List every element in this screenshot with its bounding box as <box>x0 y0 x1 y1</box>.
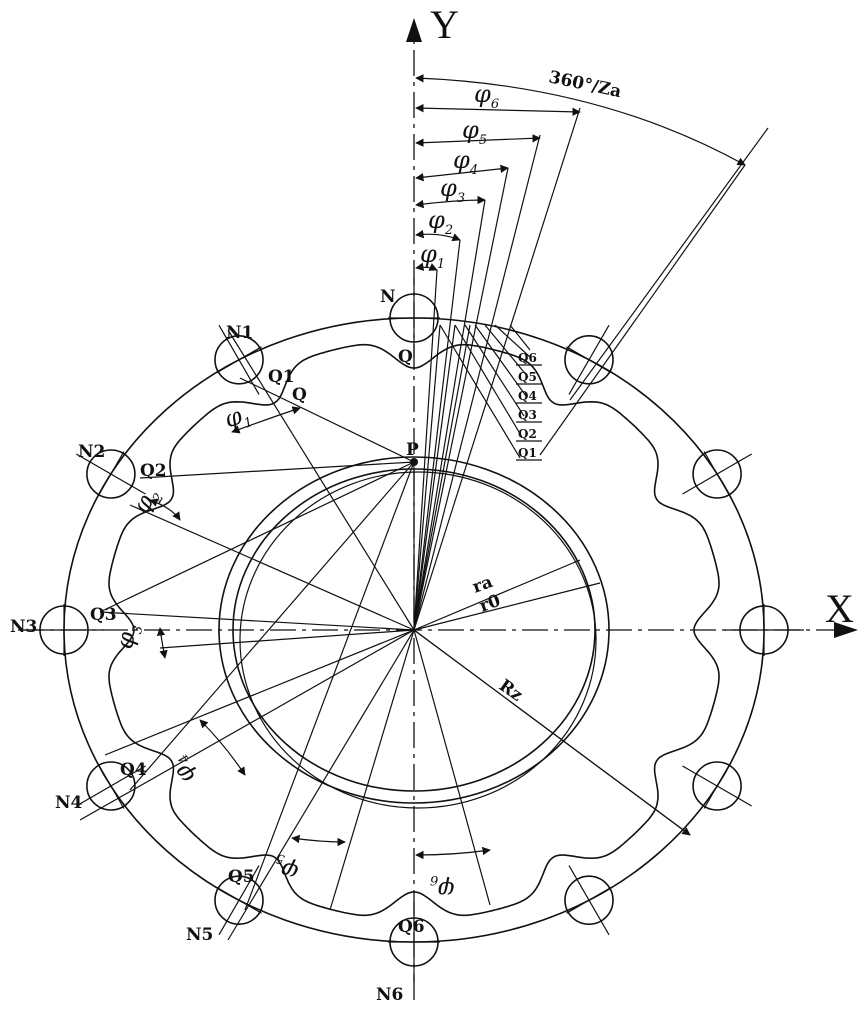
ray-to-N2 <box>129 504 415 631</box>
label-Q1: Q1 <box>268 367 295 387</box>
pin-7 <box>214 875 264 926</box>
pitch-line-2 <box>539 164 746 456</box>
phi-inner-sub-3: 3 <box>130 624 146 635</box>
label-P: P <box>406 440 419 460</box>
label-N4: N4 <box>55 793 83 813</box>
phi-inner-2: φ2 <box>127 482 167 520</box>
phi-dimension-arcs <box>415 103 581 271</box>
label-Q6: Q6 <box>398 917 425 937</box>
pin-5 <box>564 875 614 926</box>
label-Q3: Q3 <box>90 605 117 625</box>
label-N1: N1 <box>226 323 253 343</box>
stacked-q-label-q1: Q1 <box>518 446 537 460</box>
label-N2: N2 <box>78 442 105 462</box>
phi-top-3: φ3 <box>440 174 465 206</box>
label-Q-left: Q <box>292 385 307 405</box>
fan-lines <box>413 107 581 631</box>
stacked-q-label-q5: Q5 <box>518 370 537 384</box>
phi-inner-sub-4: 4 <box>176 750 193 767</box>
pin-cross-1 <box>566 346 612 374</box>
pin-cross-7 <box>216 886 262 914</box>
phi-top-sub-1: 1 <box>437 257 445 272</box>
phi-top-5: φ5 <box>462 116 487 148</box>
ray-ra <box>413 559 581 631</box>
phi-inner-1: φ1 <box>220 399 255 438</box>
phi-top-sub-3: 3 <box>457 191 465 206</box>
pin-10 <box>86 449 136 499</box>
inner-base-circle <box>239 471 597 809</box>
label-N5: N5 <box>186 925 213 945</box>
inner-phi-arcs <box>149 406 491 860</box>
pin-cross-10 <box>97 451 125 497</box>
ray-to-N1 <box>227 329 415 631</box>
phi-top-sub-5: 5 <box>479 133 487 148</box>
phi-top-sub-2: 2 <box>444 223 453 238</box>
ray-7 <box>413 629 491 906</box>
x-axis-label: X <box>825 586 854 631</box>
pin-group <box>24 278 804 982</box>
ray-to-Q3-long <box>104 629 415 756</box>
label-N3: N3 <box>10 617 37 637</box>
phi-top-4: φ4 <box>453 146 478 178</box>
x-axis-arrowhead <box>834 622 858 638</box>
rz-arrow <box>413 629 691 836</box>
label-N6: N6 <box>376 985 403 1005</box>
ray-group <box>79 329 691 941</box>
ray-6 <box>329 629 415 911</box>
ray-to-N5 <box>227 629 415 941</box>
pin-cross-2 <box>703 451 731 497</box>
label-Q5: Q5 <box>228 867 255 887</box>
point-P <box>410 458 418 466</box>
pin-cross-8 <box>97 763 125 809</box>
y-axis-label: Y <box>430 2 459 47</box>
ray-r0 <box>413 582 601 631</box>
pin-cross-5 <box>566 886 612 914</box>
phi-inner-sub-1: 1 <box>242 415 255 432</box>
label-N: N <box>380 287 396 307</box>
phi-top-1: φ1 <box>420 240 445 272</box>
phi-inner-6: φ6 <box>430 872 455 904</box>
ray-to-Q2-from-O <box>99 611 415 631</box>
phi-inner-sub-5: 5 <box>274 850 286 867</box>
phi-top-sub-4: 4 <box>469 163 478 178</box>
pin-cross-4 <box>703 763 731 809</box>
label-Q4: Q4 <box>120 760 147 780</box>
ray-to-N4 <box>79 629 415 821</box>
lines-from-P <box>99 377 415 911</box>
y-axis-arrowhead <box>406 18 422 42</box>
phi-top-2: φ2 <box>428 206 453 238</box>
rolling-circle-r0 <box>218 456 610 804</box>
pin-4 <box>692 761 742 811</box>
stacked-q-label-q4: Q4 <box>518 389 537 403</box>
phi-inner-4: φ4 <box>163 750 204 790</box>
stacked-q-label-q3: Q3 <box>518 408 537 422</box>
pitch-line <box>569 127 769 401</box>
pitch-arc <box>415 74 746 166</box>
phi-top-sub-6: 6 <box>491 97 499 112</box>
stacked-q-label-q2: Q2 <box>518 427 537 441</box>
pin-2 <box>692 449 742 499</box>
ray-to-N3 <box>159 629 415 649</box>
phi-inner-3: φ3 <box>110 621 146 651</box>
label-Q2: Q2 <box>140 461 167 481</box>
pin-1 <box>564 334 614 385</box>
stacked-q-label-q6: Q6 <box>518 351 537 365</box>
pitch-angle-label: 360°/Za <box>547 67 623 102</box>
pin-cross-11 <box>216 346 262 374</box>
pin-8 <box>86 761 136 811</box>
phi-inner-5: φ5 <box>270 850 303 887</box>
pin-11 <box>214 334 264 385</box>
label-Q: Q <box>398 347 413 367</box>
phi-inner-sub-6: 6 <box>430 872 438 887</box>
label-Rz: Rz <box>495 676 526 706</box>
